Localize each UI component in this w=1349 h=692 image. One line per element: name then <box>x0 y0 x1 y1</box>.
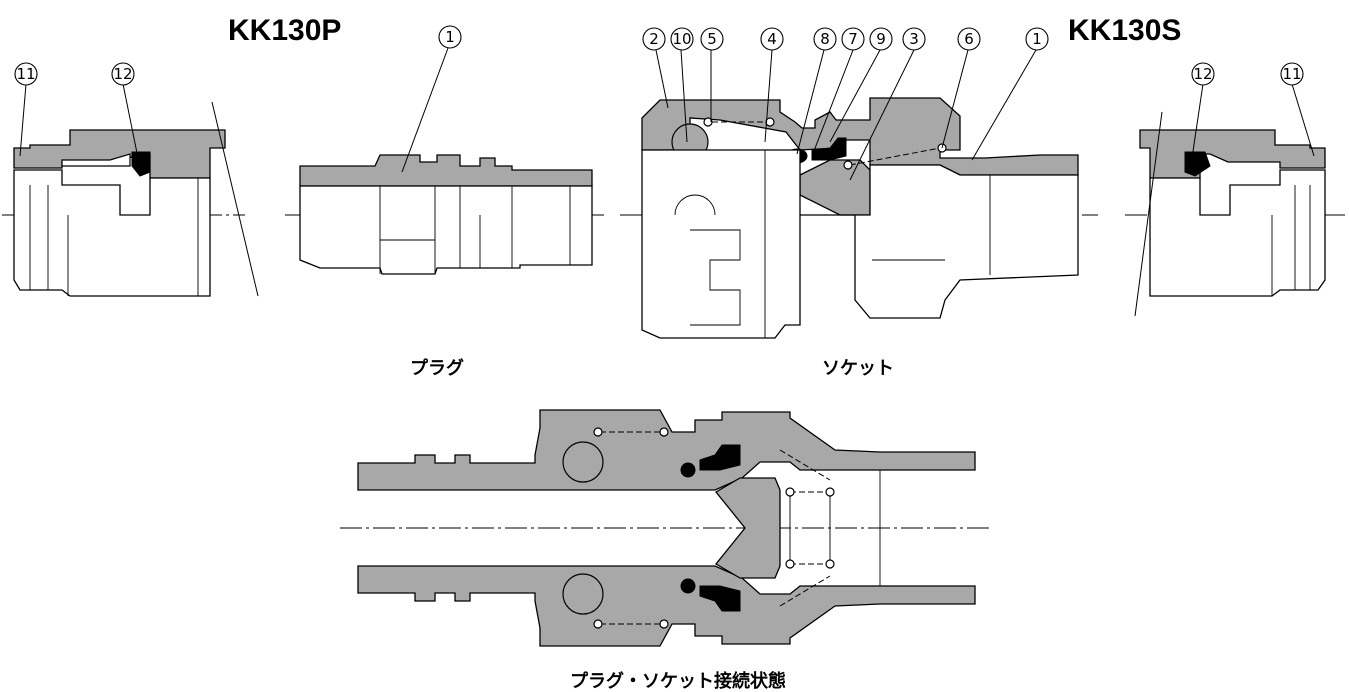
plug-detail-outline <box>13 169 211 297</box>
svg-text:3: 3 <box>909 30 919 48</box>
socket-seal <box>811 137 847 161</box>
socket-body-section <box>641 97 1079 176</box>
plug-title: KK130P <box>228 14 341 47</box>
svg-text:1: 1 <box>1032 30 1042 48</box>
callout-leaders <box>19 47 1315 181</box>
callout-4: 4 <box>760 27 784 51</box>
callout-1-socket: 1 <box>1025 27 1049 51</box>
callout-11-right: 11 <box>1280 62 1304 86</box>
svg-text:8: 8 <box>820 30 830 48</box>
connected-lower-section <box>357 565 976 647</box>
connected-valve <box>715 477 781 579</box>
svg-text:10: 10 <box>672 30 691 48</box>
callout-5: 5 <box>700 27 724 51</box>
callout-1-plug: 1 <box>438 25 462 49</box>
plug-body-section <box>299 154 593 187</box>
callout-12-right: 12 <box>1191 62 1215 86</box>
socket-valve <box>799 159 871 216</box>
plug-caption: プラグ <box>410 357 464 379</box>
socket-detail-outline <box>1149 169 1326 297</box>
socket-detail-seal <box>1184 151 1211 177</box>
plug-body-outline <box>299 185 593 275</box>
svg-text:9: 9 <box>876 30 886 48</box>
plug-view <box>299 154 593 275</box>
socket-view <box>641 97 1079 339</box>
svg-text:12: 12 <box>1193 65 1212 83</box>
socket-detail-view <box>1134 111 1326 317</box>
callout-11-left: 11 <box>14 62 38 86</box>
callout-8: 8 <box>813 27 837 51</box>
callout-10: 10 <box>670 27 694 51</box>
socket-caption: ソケット <box>822 358 894 379</box>
plug-detail-valve-section <box>61 153 131 167</box>
socket-detail-break-line <box>1134 111 1163 317</box>
connected-view <box>357 409 976 647</box>
socket-body-outline <box>641 149 1079 339</box>
svg-text:2: 2 <box>649 30 659 48</box>
connected-upper-section <box>357 409 976 491</box>
svg-text:1: 1 <box>445 28 455 46</box>
plug-detail-seal <box>131 151 151 177</box>
svg-text:7: 7 <box>848 30 858 48</box>
connected-upper-ball <box>562 441 604 483</box>
svg-text:11: 11 <box>1282 65 1301 83</box>
callout-6: 6 <box>957 27 981 51</box>
svg-text:6: 6 <box>964 30 974 48</box>
callout-12-left: 12 <box>111 62 135 86</box>
svg-text:11: 11 <box>16 65 35 83</box>
connected-lower-ball <box>562 573 604 615</box>
callout-9: 9 <box>869 27 893 51</box>
valve-spring <box>849 147 941 166</box>
plug-detail-view <box>13 101 259 297</box>
callout-badges: 11 12 1 2 10 5 4 8 <box>14 25 1304 86</box>
callout-3: 3 <box>902 27 926 51</box>
plug-detail-break-line <box>211 101 259 297</box>
callout-2: 2 <box>642 27 666 51</box>
connected-caption: プラグ・ソケット接続状態 <box>570 670 786 692</box>
socket-title: KK130S <box>1068 14 1181 47</box>
svg-text:4: 4 <box>767 30 777 48</box>
svg-text:12: 12 <box>113 65 132 83</box>
svg-text:5: 5 <box>707 30 717 48</box>
callout-7: 7 <box>841 27 865 51</box>
